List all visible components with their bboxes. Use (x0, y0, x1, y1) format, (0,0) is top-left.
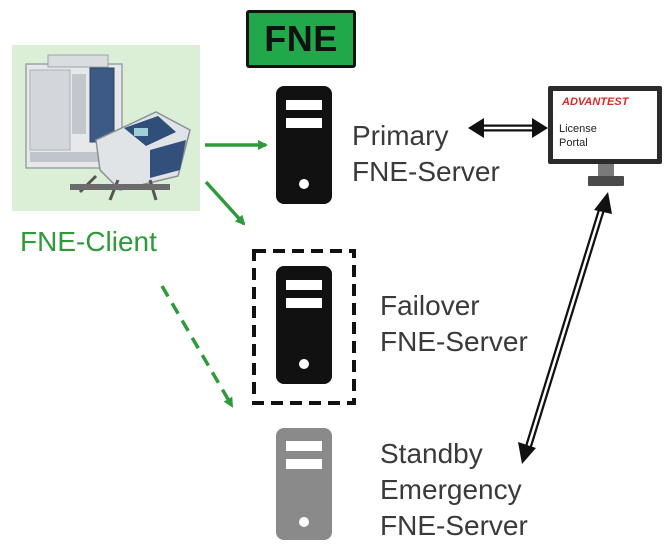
primary-server-icon (276, 86, 332, 204)
primary-line-1: Primary (352, 120, 449, 151)
arrow-primary-portal (468, 118, 548, 138)
portal-line-1: License (559, 123, 597, 135)
fne-badge: FNE (246, 10, 356, 68)
fne-client-label: FNE-Client (20, 226, 157, 257)
failover-line-1: Failover (380, 290, 480, 321)
standby-server-label: Standby Emergency FNE-Server (380, 436, 528, 544)
standby-line-3: FNE-Server (380, 510, 528, 541)
arrow-client-to-failover (204, 180, 246, 226)
portal-line-2: Portal (559, 137, 588, 149)
advantest-brand: ADVANTEST (562, 96, 629, 108)
arrow-standby-portal (518, 192, 612, 464)
license-portal-text: License Portal (559, 122, 597, 150)
primary-line-2: FNE-Server (352, 156, 500, 187)
standby-server-icon (276, 428, 332, 540)
standby-line-1: Standby (380, 438, 483, 469)
license-portal-monitor-icon (548, 86, 662, 186)
primary-server-label: Primary FNE-Server (352, 118, 500, 190)
failover-server-label: Failover FNE-Server (380, 288, 528, 360)
arrow-client-to-standby (160, 285, 234, 408)
standby-line-2: Emergency (380, 474, 522, 505)
tester-machine-icon (12, 45, 200, 211)
failover-server-icon (276, 266, 332, 384)
failover-dashed-frame (252, 249, 356, 405)
failover-line-2: FNE-Server (380, 326, 528, 357)
